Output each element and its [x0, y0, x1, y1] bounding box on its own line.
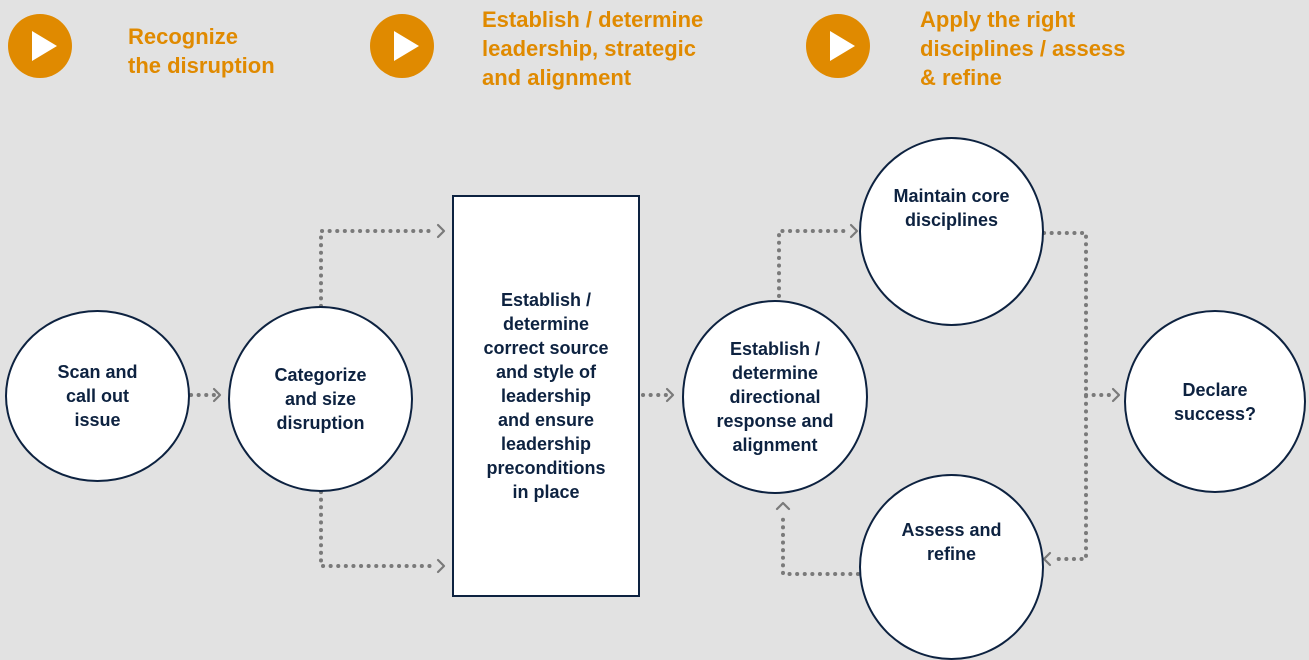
arrowhead-icon [849, 223, 859, 239]
node-maintain: Maintain core disciplines [859, 137, 1044, 326]
node-assess: Assess and refine [859, 474, 1044, 660]
connector-layer [189, 223, 1121, 576]
connector-categorize-leadership-bottom [319, 490, 438, 568]
node-declare: Declare success? [1124, 310, 1306, 493]
node-directional: Establish / determine directional respon… [682, 300, 868, 494]
phase-label: Recognize the disruption [128, 24, 275, 78]
play-icon [370, 14, 434, 78]
arrowhead-icon [1111, 387, 1121, 403]
play-icon [806, 14, 870, 78]
arrowhead-icon [436, 223, 446, 239]
connector-maintain-assess [1042, 231, 1088, 561]
arrowhead-icon [1042, 551, 1052, 567]
node-scan: Scan and call out issue [5, 310, 190, 482]
node-categorize: Categorize and size disruption [228, 306, 413, 492]
arrowhead-icon [775, 501, 791, 511]
phase-recognize: Recognize the disruption [8, 14, 275, 80]
phase-leadership: Establish / determine leadership, strate… [370, 7, 703, 92]
play-icon [8, 14, 72, 78]
connector-assess-directional [781, 512, 860, 576]
connector-categorize-leadership-top [319, 229, 438, 308]
arrowhead-icon [665, 387, 675, 403]
arrowhead-icon [436, 558, 446, 574]
phase-label: Establish / determine leadership, strate… [482, 7, 704, 90]
arrowhead-icon [212, 387, 222, 403]
node-leadership: Establish / determine correct source and… [452, 195, 640, 597]
connector-directional-maintain [777, 229, 852, 298]
phase-apply: Apply the right disciplines / assess & r… [806, 7, 1125, 92]
phase-label: Apply the right disciplines / assess & r… [920, 7, 1126, 90]
